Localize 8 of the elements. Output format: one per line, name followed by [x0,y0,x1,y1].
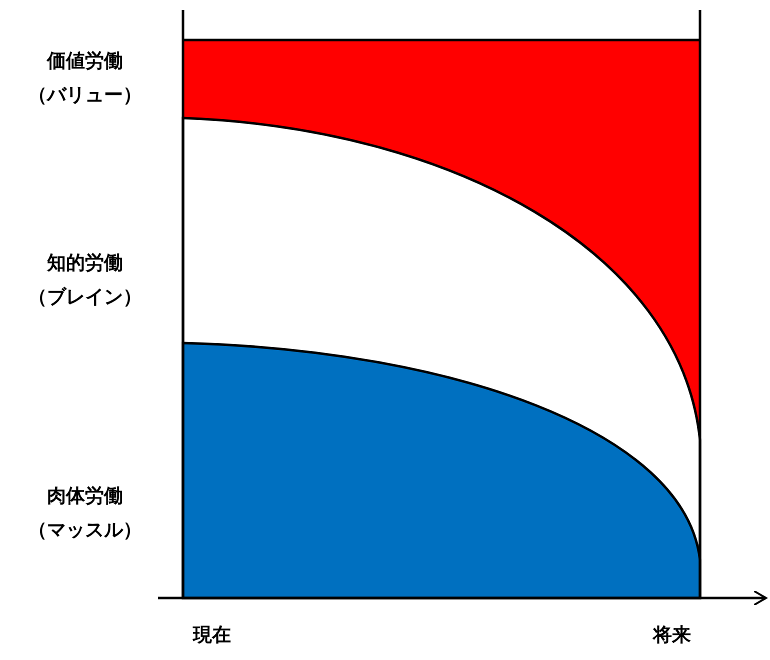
band-label: （ブレイン） [28,285,142,310]
band-label: （バリュー） [28,83,142,108]
axis-label: 現在 [193,623,231,648]
band-label: 肉体労働 [47,484,123,509]
band-label: 価値労働 [47,49,123,74]
band-label: 知的労働 [47,251,123,276]
band-label: （マッスル） [28,518,142,543]
axis-label: 将来 [653,623,691,648]
